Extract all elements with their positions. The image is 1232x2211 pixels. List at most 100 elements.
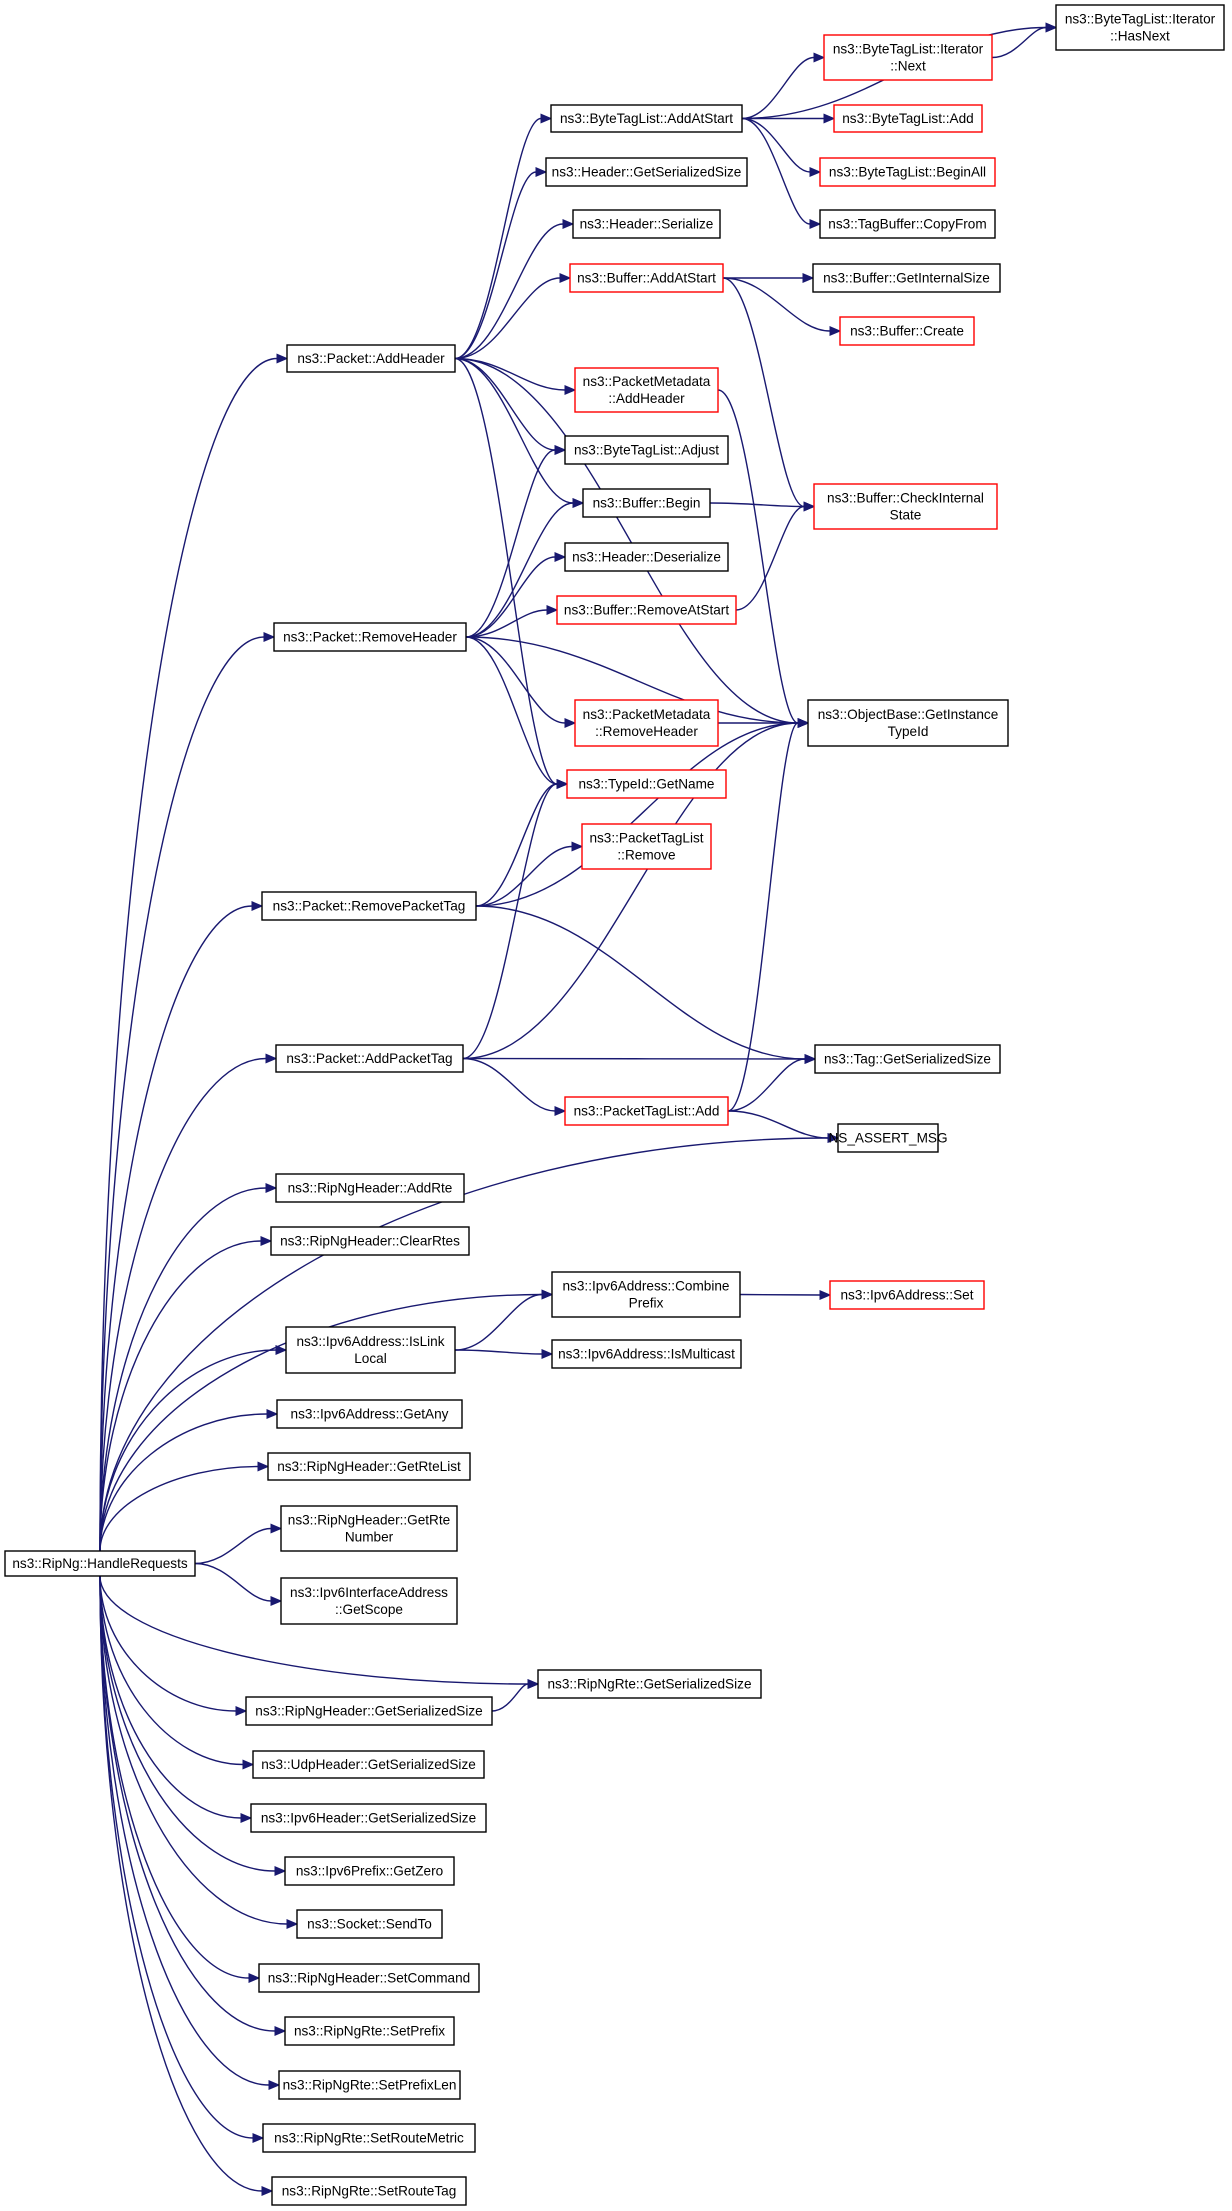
node-nsAssert[interactable]: NS_ASSERT_MSG — [828, 1123, 948, 1153]
node-ifGetScope[interactable]: ns3::Ipv6InterfaceAddress::GetScope — [280, 1577, 458, 1625]
node-setPrefix[interactable]: ns3::RipNgRte::SetPrefix — [284, 2016, 455, 2046]
node-box — [1055, 4, 1225, 51]
node-hdrGetSerSize[interactable]: ns3::Header::GetSerializedSize — [545, 157, 748, 187]
edge-root-to-removePacketTag — [99, 901, 264, 1552]
edge-root-to-ripHdrGetSerSize — [99, 1575, 248, 1716]
node-btlAddAtStart[interactable]: ns3::ByteTagList::AddAtStart — [550, 104, 743, 133]
node-ripHdrClearRtes[interactable]: ns3::RipNgHeader::ClearRtes — [270, 1226, 470, 1256]
edge-removePacketTag-to-tagGetSerSize — [475, 905, 817, 1064]
edge-line — [465, 556, 556, 638]
edge-root-to-ripHdrClearRtes — [99, 1236, 273, 1552]
node-addHeader[interactable]: ns3::Packet::AddHeader — [286, 344, 456, 373]
node-bufCreate[interactable]: ns3::Buffer::Create — [839, 316, 975, 346]
edge-line — [462, 722, 799, 1060]
edge-line — [99, 1575, 242, 1819]
arrow-head — [268, 2080, 281, 2090]
node-box — [566, 769, 727, 799]
node-label: ::Next — [890, 59, 926, 74]
node-pmAddHeader[interactable]: ns3::PacketMetadata::AddHeader — [574, 367, 719, 413]
node-btlAdjust[interactable]: ns3::ByteTagList::Adjust — [564, 435, 729, 465]
node-ipv6HdrGetSerSize[interactable]: ns3::Ipv6Header::GetSerializedSize — [250, 1803, 487, 1833]
node-btlAdd[interactable]: ns3::ByteTagList::Add — [833, 104, 983, 133]
node-rteGetSerSize[interactable]: ns3::RipNgRte::GetSerializedSize — [537, 1669, 762, 1699]
node-label: ::HasNext — [1110, 29, 1170, 44]
node-tbCopyFrom[interactable]: ns3::TagBuffer::CopyFrom — [819, 209, 996, 239]
node-root[interactable]: ns3::RipNg::HandleRequests — [4, 1550, 196, 1577]
node-getRteList[interactable]: ns3::RipNgHeader::GetRteList — [267, 1452, 471, 1481]
node-setRouteTag[interactable]: ns3::RipNgRte::SetRouteTag — [271, 2176, 467, 2206]
arrow-head — [571, 841, 584, 852]
node-ptlRemove[interactable]: ns3::PacketTagList::Remove — [581, 823, 712, 870]
edge-line — [99, 1293, 543, 1552]
arrow-head — [261, 2186, 274, 2196]
node-bufAddAtStart[interactable]: ns3::Buffer::AddAtStart — [569, 263, 724, 293]
arrow-head — [270, 1596, 283, 1606]
edge-line — [727, 722, 799, 1112]
arrow-head — [797, 718, 810, 728]
edge-root-to-setPrefix — [99, 1575, 287, 2036]
node-box — [267, 1452, 471, 1481]
node-btlIterHasNext[interactable]: ns3::ByteTagList::Iterator::HasNext — [1055, 4, 1225, 51]
node-socketSendTo[interactable]: ns3::Socket::SendTo — [296, 1909, 443, 1939]
node-btlBeginAll[interactable]: ns3::ByteTagList::BeginAll — [819, 157, 996, 187]
node-getAny[interactable]: ns3::Ipv6Address::GetAny — [276, 1399, 463, 1429]
arrow-head — [274, 1866, 287, 1876]
edge-bufAddAtStart-to-bufGetInternalSize — [723, 273, 815, 283]
edge-root-to-addPacketTag — [99, 1053, 278, 1552]
edge-ptlAdd-to-objGetInstanceTypeId — [727, 718, 810, 1112]
node-box — [569, 263, 724, 293]
node-label: ns3::PacketTagList — [589, 831, 703, 846]
edge-line — [99, 1413, 268, 1552]
node-label: ns3::Buffer::GetInternalSize — [823, 271, 990, 286]
edge-line — [741, 56, 815, 120]
edge-root-to-udpGetSerSize — [99, 1575, 255, 1770]
node-ipv6Set[interactable]: ns3::Ipv6Address::Set — [829, 1280, 985, 1310]
node-setRouteMetric[interactable]: ns3::RipNgRte::SetRouteMetric — [262, 2123, 476, 2153]
node-label: ns3::RipNgHeader::ClearRtes — [280, 1234, 460, 1249]
node-tagGetSerSize[interactable]: ns3::Tag::GetSerializedSize — [814, 1044, 1001, 1074]
node-box — [276, 1399, 463, 1429]
edge-line — [462, 783, 558, 1060]
node-setPrefixLen[interactable]: ns3::RipNgRte::SetPrefixLen — [278, 2070, 461, 2100]
edge-line — [491, 1683, 529, 1712]
edge-line — [99, 1240, 262, 1552]
node-prefixGetZero[interactable]: ns3::Ipv6Prefix::GetZero — [284, 1856, 455, 1886]
node-bufGetInternalSize[interactable]: ns3::Buffer::GetInternalSize — [812, 263, 1001, 293]
node-bufRemoveAtStart[interactable]: ns3::Buffer::RemoveAtStart — [556, 595, 737, 625]
node-pmRemoveHeader[interactable]: ns3::PacketMetadata::RemoveHeader — [574, 699, 719, 747]
arrow-head — [263, 632, 276, 642]
node-hdrDeserialize[interactable]: ns3::Header::Deserialize — [564, 542, 729, 572]
node-bufBegin[interactable]: ns3::Buffer::Begin — [582, 488, 711, 518]
edge-line — [454, 1349, 543, 1355]
node-hdrSerialize[interactable]: ns3::Header::Serialize — [572, 209, 721, 239]
edge-root-to-ripHdrAddRte — [99, 1183, 278, 1552]
node-box — [813, 483, 998, 530]
node-box — [261, 891, 477, 921]
node-label: ns3::ByteTagList::Iterator — [833, 42, 984, 57]
arrow-head — [562, 219, 575, 229]
node-label: ns3::Ipv6Address::Combine — [563, 1279, 730, 1294]
arrow-head — [823, 113, 836, 124]
node-ripHdrAddRte[interactable]: ns3::RipNgHeader::AddRte — [275, 1173, 465, 1203]
node-removePacketTag[interactable]: ns3::Packet::RemovePacketTag — [261, 891, 477, 921]
node-btlIterNext[interactable]: ns3::ByteTagList::Iterator::Next — [823, 34, 993, 81]
node-box — [262, 2123, 476, 2153]
node-removeHeader[interactable]: ns3::Packet::RemoveHeader — [273, 622, 467, 652]
node-box — [284, 1856, 455, 1886]
node-ptlAdd[interactable]: ns3::PacketTagList::Add — [564, 1096, 729, 1126]
arrow-head — [813, 52, 826, 63]
node-addPacketTag[interactable]: ns3::Packet::AddPacketTag — [275, 1044, 464, 1073]
node-ripHdrGetSerSize[interactable]: ns3::RipNgHeader::GetSerializedSize — [245, 1696, 493, 1726]
edge-addPacketTag-to-ptlAdd — [462, 1057, 567, 1116]
node-udpGetSerSize[interactable]: ns3::UdpHeader::GetSerializedSize — [252, 1750, 485, 1779]
node-typeIdGetName[interactable]: ns3::TypeId::GetName — [566, 769, 727, 799]
node-ipv6IsMulticast[interactable]: ns3::Ipv6Address::IsMulticast — [551, 1339, 742, 1369]
node-setCommand[interactable]: ns3::RipNgHeader::SetCommand — [258, 1963, 480, 1993]
node-label: ns3::Header::Serialize — [580, 217, 714, 232]
edge-line — [454, 1293, 543, 1351]
